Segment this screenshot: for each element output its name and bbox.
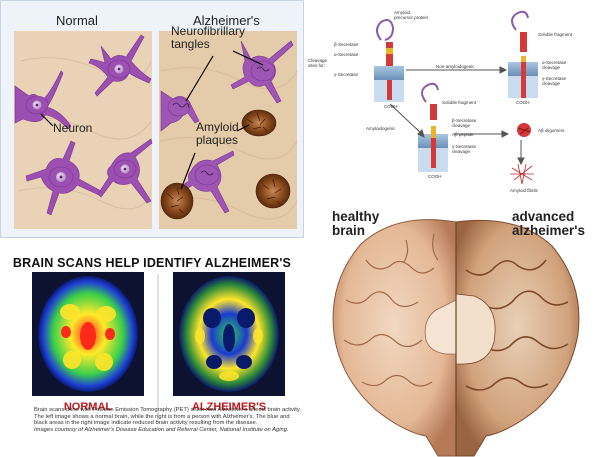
neuron-label: Neuron (53, 121, 93, 135)
pet-scan-panel: BRAIN SCANS HELP IDENTIFY ALZHEIMER'S NO… (0, 240, 304, 457)
amyloid-fibrils (510, 163, 534, 185)
cooh-label-3: COOH (428, 174, 442, 179)
pet-images (32, 272, 285, 422)
alpha-cleavage-label: α-Secretase cleavage (542, 60, 567, 70)
soluble-fragment-label-1: Soluble fragment (538, 32, 573, 37)
alzheimers-neurons (160, 40, 294, 214)
non-amyloidogenic-label: Non-amyloidogenic (436, 64, 475, 69)
ab-peptide-label: Aβ peptide (452, 132, 474, 137)
normal-title: Normal (56, 13, 98, 28)
gamma-cleavage-label-1: γ-Secretase cleavage (542, 76, 567, 86)
brain-comparison-panel: healthy brain advanced alzheimer's (306, 200, 610, 457)
neuron-illustration (14, 31, 298, 229)
ab-oligomers-label: Aβ oligomers (538, 128, 565, 133)
neuron-comparison-panel: Normal Alzheimer's (0, 0, 304, 238)
tangles-label: Neurofibrillary tangles (171, 24, 246, 51)
healthy-hemisphere (332, 219, 457, 457)
app-label: Amyloid precursor protein (394, 10, 429, 20)
gamma-cleavage-label-2: γ-Secretase cleavage (452, 144, 477, 154)
tangles (172, 66, 270, 176)
pet-description: Brain scans done with Positron Emission … (34, 407, 302, 433)
app-protein-3 (418, 82, 448, 172)
plaques-label: Amyloid plaques (196, 120, 239, 147)
healthy-brain-label: healthy brain (332, 209, 380, 238)
pet-description-text: Brain scans done with Positron Emission … (34, 407, 301, 427)
app-protein-1 (374, 19, 404, 102)
cooh-label-1: COOH (384, 104, 398, 109)
soluble-fragment-label-2: Soluble fragment (442, 100, 477, 105)
brain-illustration (332, 219, 580, 457)
pet-credit: Images courtesy of Alzheimer's Disease E… (34, 426, 289, 433)
amyloid-plaques (160, 109, 291, 220)
alzheimers-hemisphere (455, 219, 580, 457)
alzheimers-title: Alzheimer's (193, 13, 260, 28)
alzheimers-caption: ALZHEIMER'S (191, 401, 267, 413)
cleavage-sites-label: Cleavage sites for: (308, 58, 328, 68)
amyloid-fibrils-label: Amyloid fibrils (510, 188, 538, 193)
advanced-alzheimers-label: advanced alzheimer's (512, 209, 585, 238)
ab-oligomers (517, 123, 531, 137)
alpha-secretase-label: α-Secretase (334, 52, 359, 57)
pet-title: BRAIN SCANS HELP IDENTIFY ALZHEIMER'S (12, 256, 292, 270)
amyloid-pathway-diagram: Amyloid precursor protein β-Secretase α-… (306, 0, 610, 200)
beta-cleavage-label: β-Secretase cleavage (452, 118, 477, 128)
pathway-graphic (374, 10, 538, 185)
gamma-secretase-label: γ-Secretase (334, 72, 359, 77)
normal-caption: NORMAL (63, 401, 113, 413)
beta-secretase-label: β-Secretase (334, 42, 359, 47)
app-protein-2 (508, 10, 538, 98)
cooh-label-2: COOH (516, 100, 530, 105)
amyloidogenic-label: Amyloidogenic (366, 126, 396, 131)
